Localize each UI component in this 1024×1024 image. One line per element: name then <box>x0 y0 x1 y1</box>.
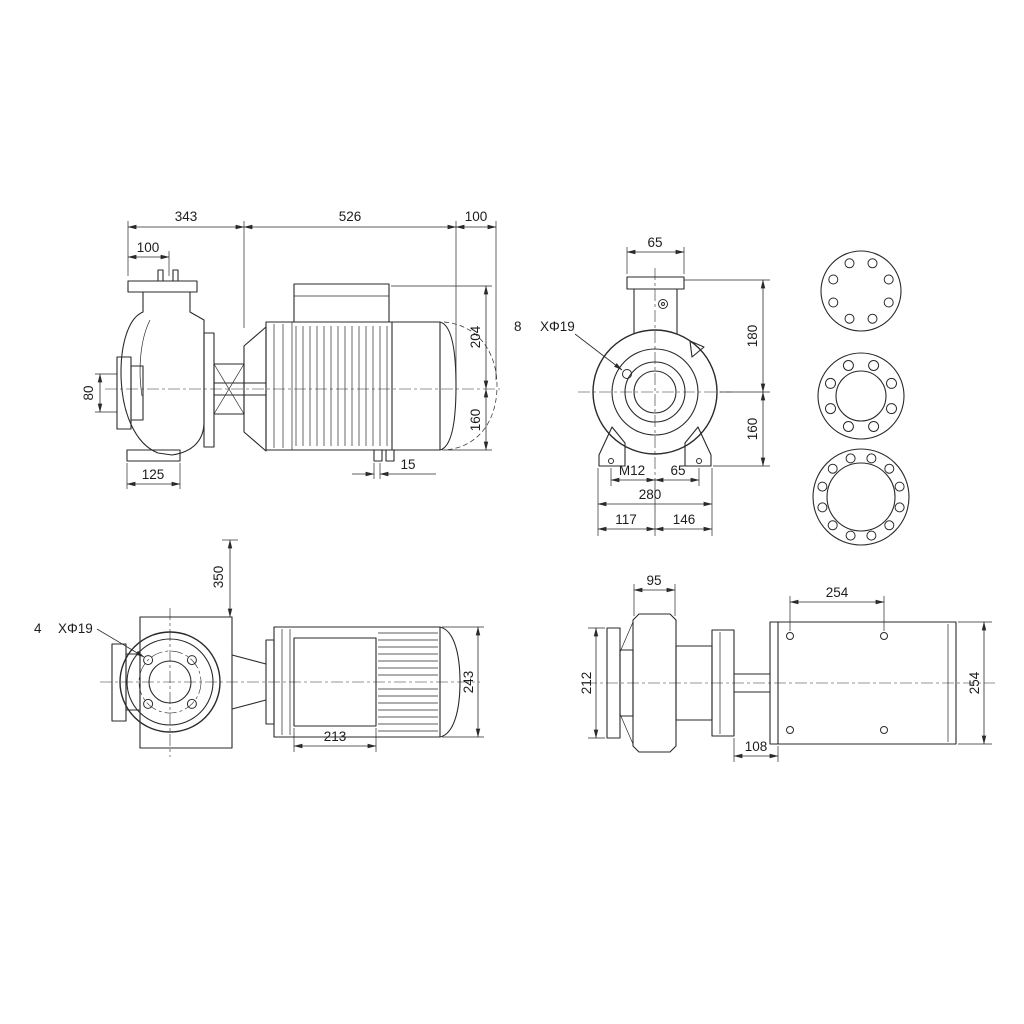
rotation-arrow <box>689 340 705 358</box>
dim-label-117: 117 <box>615 512 637 527</box>
dim-label-243: 243 <box>461 671 476 694</box>
discharge-flange <box>127 269 198 293</box>
dim-feet-bottom: M12 65 280 117 146 <box>597 463 713 536</box>
bolt-callout-plan: 4 XΦ19 <box>34 621 145 658</box>
dim-label-160-end: 160 <box>745 418 760 441</box>
end-view: 8 XΦ19 65 180 160 M12 65 280 <box>514 235 770 536</box>
dim-label-343: 343 <box>175 209 198 224</box>
motor-foot-rear <box>385 449 395 462</box>
dim-label-108: 108 <box>745 739 768 754</box>
terminal-box-plan <box>293 637 377 727</box>
dim-label-254-right: 254 <box>967 671 982 694</box>
dim-flange-width: 100 <box>127 240 170 276</box>
dim-label-213: 213 <box>324 729 347 744</box>
bolt-count-label-plan: 4 <box>34 621 42 636</box>
pump-feet-front <box>598 426 712 467</box>
motor-body <box>265 283 498 462</box>
dim-label-254-top: 254 <box>826 585 849 600</box>
motor-fins-plan <box>378 632 438 732</box>
flange-view-top <box>820 250 902 332</box>
terminal-box <box>293 283 390 323</box>
bolt-count-label: 8 <box>514 319 522 334</box>
dim-foot-offset: 15 <box>352 457 436 479</box>
dim-label-100-flange: 100 <box>137 240 160 255</box>
dim-254-right: 254 <box>958 621 992 745</box>
dim-label-80: 80 <box>81 385 96 400</box>
motor-end-cap <box>439 321 457 451</box>
dim-label-95: 95 <box>646 573 661 588</box>
dim-label-160-side: 160 <box>468 409 483 432</box>
dim-flange-65: 65 <box>626 235 685 274</box>
dim-95: 95 <box>633 573 676 616</box>
dim-label-146: 146 <box>673 512 696 527</box>
stool-hole-3 <box>786 726 794 734</box>
dim-label-65-top: 65 <box>647 235 662 250</box>
dim-label-204: 204 <box>468 325 483 348</box>
stool-hole-4 <box>880 726 888 734</box>
suction-flange <box>116 356 144 430</box>
dim-heights-end: 180 160 <box>684 279 770 467</box>
flange-bolt-hole <box>622 369 632 379</box>
motor-foot-front <box>373 449 383 462</box>
flange-views <box>812 250 910 546</box>
discharge-flange-front <box>626 276 685 334</box>
pump-plan-view: 95 254 212 254 108 <box>579 573 995 762</box>
dim-label-350: 350 <box>211 566 226 589</box>
foot-tapped-hole-right <box>696 458 702 464</box>
stool-hole-2 <box>880 632 888 640</box>
dim-label-100-end: 100 <box>465 209 488 224</box>
dim-212: 212 <box>579 627 605 739</box>
flange-view-bottom <box>812 448 910 546</box>
dim-chain-top: 343 526 100 <box>127 209 497 380</box>
dim-label-125: 125 <box>142 467 165 482</box>
pump-plan-casing <box>111 616 233 749</box>
dim-label-212: 212 <box>579 672 594 695</box>
support-pedestal <box>711 629 735 737</box>
bearing-bracket <box>203 326 267 452</box>
bearing-frame <box>675 629 770 737</box>
dim-label-280: 280 <box>639 487 662 502</box>
volute-front <box>592 329 718 455</box>
foot-tapped-hole-left <box>608 458 614 464</box>
dim-label-180: 180 <box>745 325 760 348</box>
motor-plan <box>273 626 461 738</box>
dim-label-526: 526 <box>339 209 362 224</box>
vent-plug <box>658 299 668 309</box>
dim-suction-bore: 80 <box>81 373 117 413</box>
side-elevation-view: 343 526 100 100 80 204 160 125 <box>81 209 500 489</box>
dim-label-m12: M12 <box>619 463 645 478</box>
dim-label-65-bottom: 65 <box>670 463 685 478</box>
motor-end-cap-plan <box>439 626 461 738</box>
bolt-callout-end: 8 XΦ19 <box>514 319 623 371</box>
casing-block <box>632 613 677 753</box>
plan-view: 350 4 XΦ19 213 243 <box>34 539 484 757</box>
stool-hole-1 <box>786 632 794 640</box>
dim-clearance-350: 350 <box>211 539 238 618</box>
flange-view-middle <box>817 352 905 440</box>
pump-foot <box>126 449 181 462</box>
dim-254-top: 254 <box>789 585 885 631</box>
volute-casing <box>120 292 205 462</box>
dim-213: 213 <box>293 728 377 752</box>
motor-end-dashed-outline <box>443 321 498 451</box>
motor-fins <box>295 326 388 446</box>
motor-stool <box>769 621 957 745</box>
bolt-dia-label-plan: XΦ19 <box>58 621 93 636</box>
dim-heights-side: 204 160 <box>391 285 492 451</box>
bolt-dia-label: XΦ19 <box>540 319 575 334</box>
dim-108: 108 <box>733 738 779 762</box>
dim-label-15: 15 <box>400 457 415 472</box>
dim-243: 243 <box>442 626 484 738</box>
dim-foot-length: 125 <box>126 463 181 489</box>
